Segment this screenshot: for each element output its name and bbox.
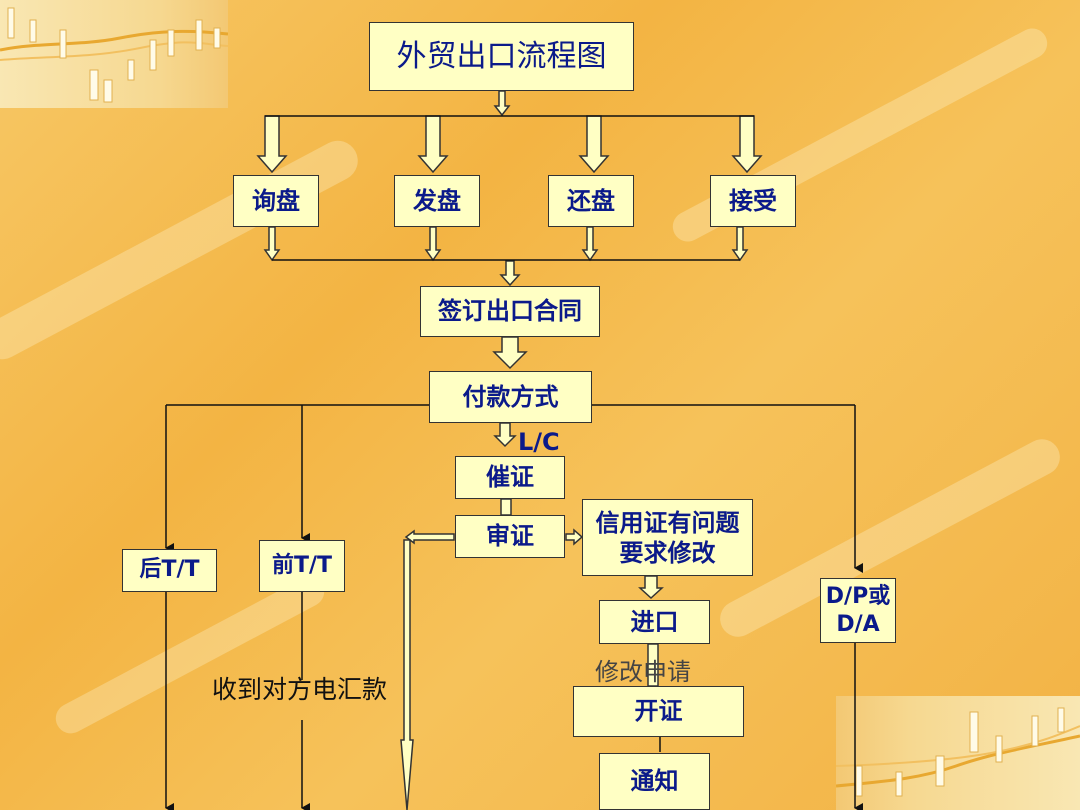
step-importer: 进口 (599, 600, 710, 644)
step-label: 审证 (486, 522, 534, 551)
receive-remittance-label: 收到对方电汇款 (212, 675, 388, 704)
step-label: 信用证有问题 要求修改 (595, 508, 740, 567)
block-arrow (424, 226, 442, 262)
amend-request-label: 修改申请 (595, 658, 691, 686)
flow-title: 外贸出口流程图 (369, 22, 634, 91)
step-label: 签订出口合同 (438, 297, 582, 326)
step-pre-tt: 前T/T (259, 540, 345, 592)
step-acceptance: 接受 (710, 175, 796, 227)
block-arrow (493, 422, 517, 448)
block-arrow (417, 115, 449, 174)
step-lc-problem: 信用证有问题 要求修改 (582, 499, 753, 576)
step-label: 付款方式 (462, 382, 559, 411)
step-counter-offer: 还盘 (548, 175, 634, 227)
step-label: 前T/T (271, 552, 333, 578)
step-label: D/P或 D/A (825, 584, 891, 637)
block-arrow (256, 115, 288, 174)
block-arrows (256, 90, 763, 810)
connector-bar (500, 498, 512, 516)
thin-lines (165, 115, 863, 810)
step-label: 发盘 (413, 186, 461, 215)
block-arrow (499, 260, 521, 287)
block-arrow (400, 539, 414, 810)
step-payment-method: 付款方式 (429, 371, 592, 423)
step-review-lc: 审证 (455, 515, 565, 558)
step-post-tt: 后T/T (122, 549, 217, 592)
step-label: 催证 (486, 463, 534, 492)
block-arrow (578, 115, 610, 174)
block-arrow (404, 529, 455, 545)
step-label: 开证 (634, 697, 683, 726)
lc-label: L/C (518, 428, 560, 456)
decorative-chart-image-bottom-right (836, 696, 1080, 810)
block-arrow (492, 336, 528, 370)
block-arrow (565, 528, 584, 546)
flow-title-text: 外贸出口流程图 (396, 38, 607, 74)
block-arrow (731, 226, 749, 262)
step-dp-da: D/P或 D/A (820, 578, 896, 643)
candlestick-decoration (836, 707, 1080, 797)
block-arrow (263, 226, 281, 262)
step-urge-lc: 催证 (455, 456, 565, 499)
step-label: 还盘 (567, 186, 615, 215)
step-notify: 通知 (599, 753, 710, 810)
step-offer: 发盘 (394, 175, 480, 227)
step-label: 接受 (729, 186, 777, 215)
step-label: 询盘 (252, 186, 300, 215)
block-arrow (581, 226, 599, 262)
step-label: 通知 (630, 767, 679, 796)
step-inquiry: 询盘 (233, 175, 319, 227)
step-label: 后T/T (139, 557, 200, 583)
decorative-chart-image-top-left (0, 0, 228, 108)
block-arrow (493, 90, 511, 117)
block-arrow (731, 115, 763, 174)
step-label: 进口 (630, 607, 679, 636)
step-sign-contract: 签订出口合同 (420, 286, 600, 337)
block-arrow (638, 575, 664, 600)
candlestick-decoration (0, 7, 228, 103)
step-open-lc: 开证 (573, 686, 744, 737)
